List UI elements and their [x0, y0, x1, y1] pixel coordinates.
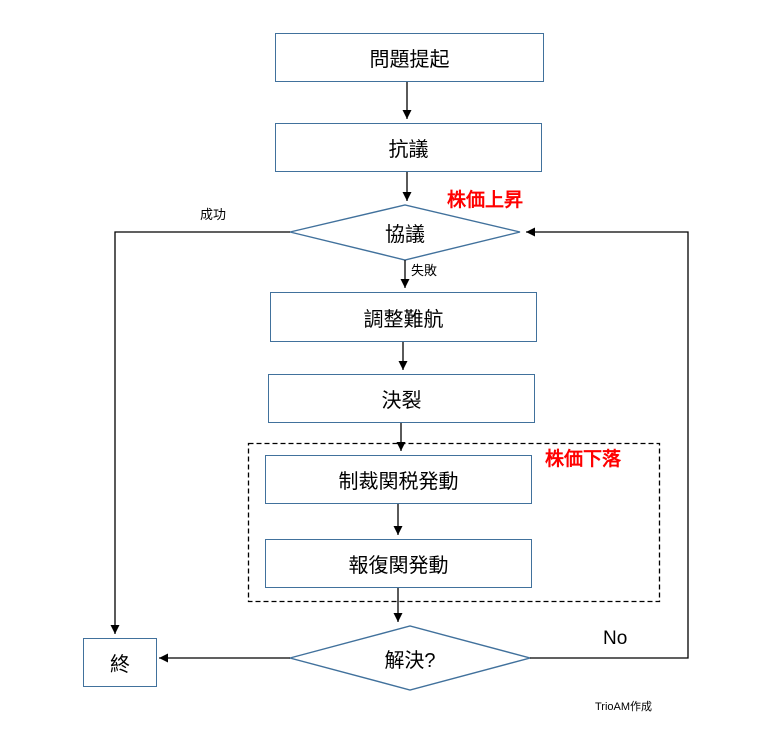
- node-resolved-label: 解決?: [384, 649, 436, 672]
- annotation-stock-rise: 株価上昇: [447, 190, 524, 211]
- node-end: 終: [83, 638, 157, 687]
- node-problem: 問題提起: [275, 33, 544, 82]
- edge-success-loop: [110, 231, 290, 634]
- edge-label-success: 成功: [200, 207, 227, 222]
- annotation-stock-fall: 株価下落: [545, 449, 622, 470]
- node-sanction: 制裁関税発動: [265, 455, 532, 504]
- node-protest: 抗議: [275, 123, 542, 172]
- node-negotiation-label: 協議: [385, 223, 425, 246]
- negotiation-diamond: [289, 204, 521, 261]
- edge-no-loop: [526, 227, 689, 659]
- credit-text: TrioAM作成: [595, 701, 653, 713]
- edge-label-failure: 失敗: [411, 263, 438, 278]
- stock-fall-group-outline: [247, 442, 661, 603]
- edge-label-no: No: [603, 628, 628, 649]
- node-rupture: 決裂: [268, 374, 535, 423]
- node-adjustment: 調整難航: [270, 292, 537, 342]
- node-retaliation: 報復関発動: [265, 539, 532, 588]
